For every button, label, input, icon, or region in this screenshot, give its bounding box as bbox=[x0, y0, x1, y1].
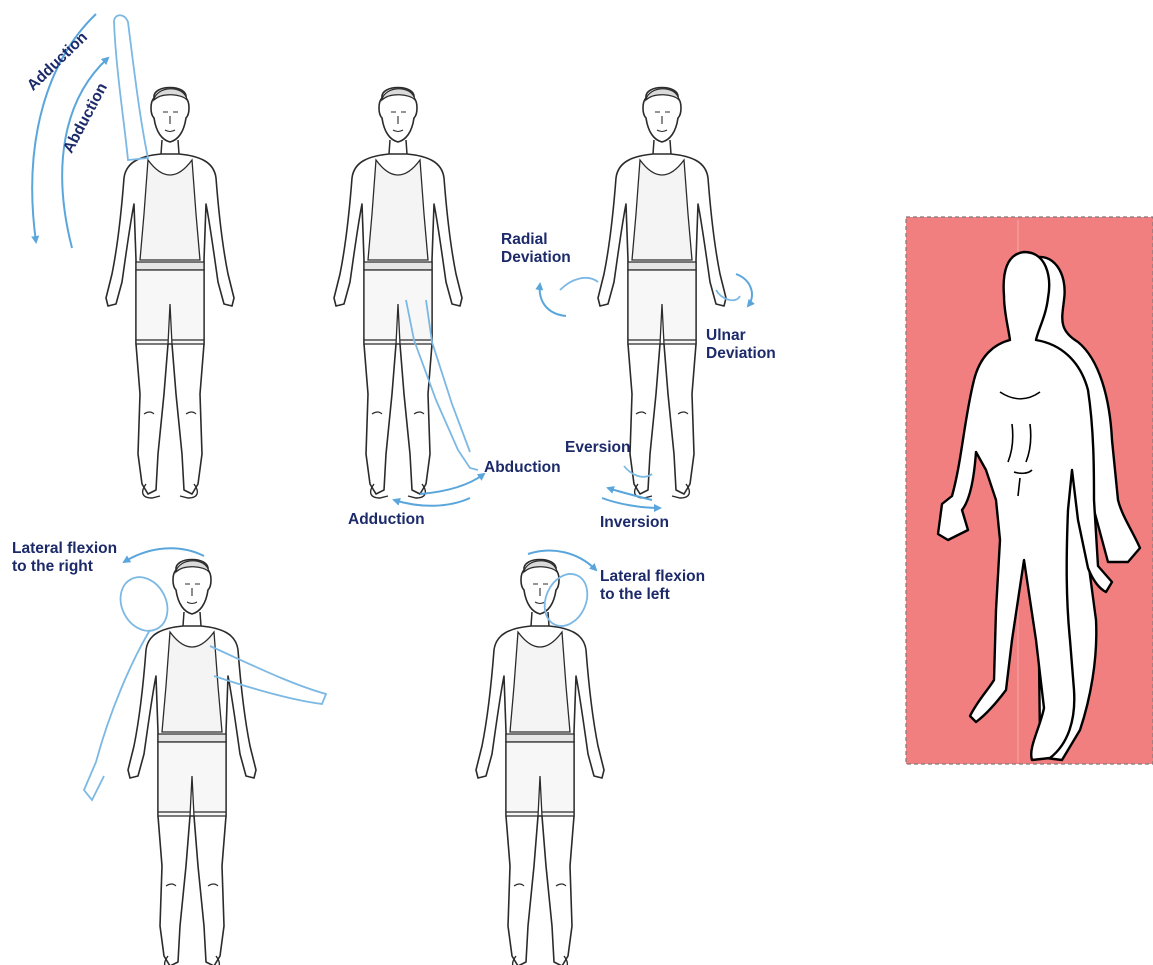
radial-hand-overlay bbox=[560, 278, 598, 290]
male-figure-icon bbox=[598, 88, 726, 499]
ulnar-deviation-arrow bbox=[736, 274, 752, 306]
figure-shoulder bbox=[32, 14, 234, 498]
male-figure-icon bbox=[334, 88, 462, 499]
male-figure-icon bbox=[128, 560, 256, 965]
label-inversion: Inversion bbox=[600, 514, 669, 532]
silhouette-panel bbox=[906, 217, 1153, 764]
label-hip-adduction: Adduction bbox=[348, 511, 425, 529]
adduction-arrow bbox=[394, 498, 470, 506]
label-lateral-flexion-left: Lateral flexion to the left bbox=[600, 568, 705, 604]
raised-arm-overlay bbox=[114, 15, 148, 160]
label-eversion: Eversion bbox=[565, 439, 630, 457]
abduction-arrow bbox=[420, 474, 484, 494]
male-figure-icon bbox=[476, 560, 604, 965]
figure-hip bbox=[334, 88, 484, 506]
label-radial-deviation: Radial Deviation bbox=[501, 231, 571, 267]
label-lateral-flexion-right: Lateral flexion to the right bbox=[12, 540, 117, 576]
label-ulnar-deviation: Ulnar Deviation bbox=[706, 327, 776, 363]
male-figure-icon bbox=[106, 88, 234, 499]
figure-neck-left bbox=[476, 551, 604, 965]
figure-neck-right bbox=[84, 548, 326, 965]
label-hip-abduction: Abduction bbox=[484, 459, 561, 477]
